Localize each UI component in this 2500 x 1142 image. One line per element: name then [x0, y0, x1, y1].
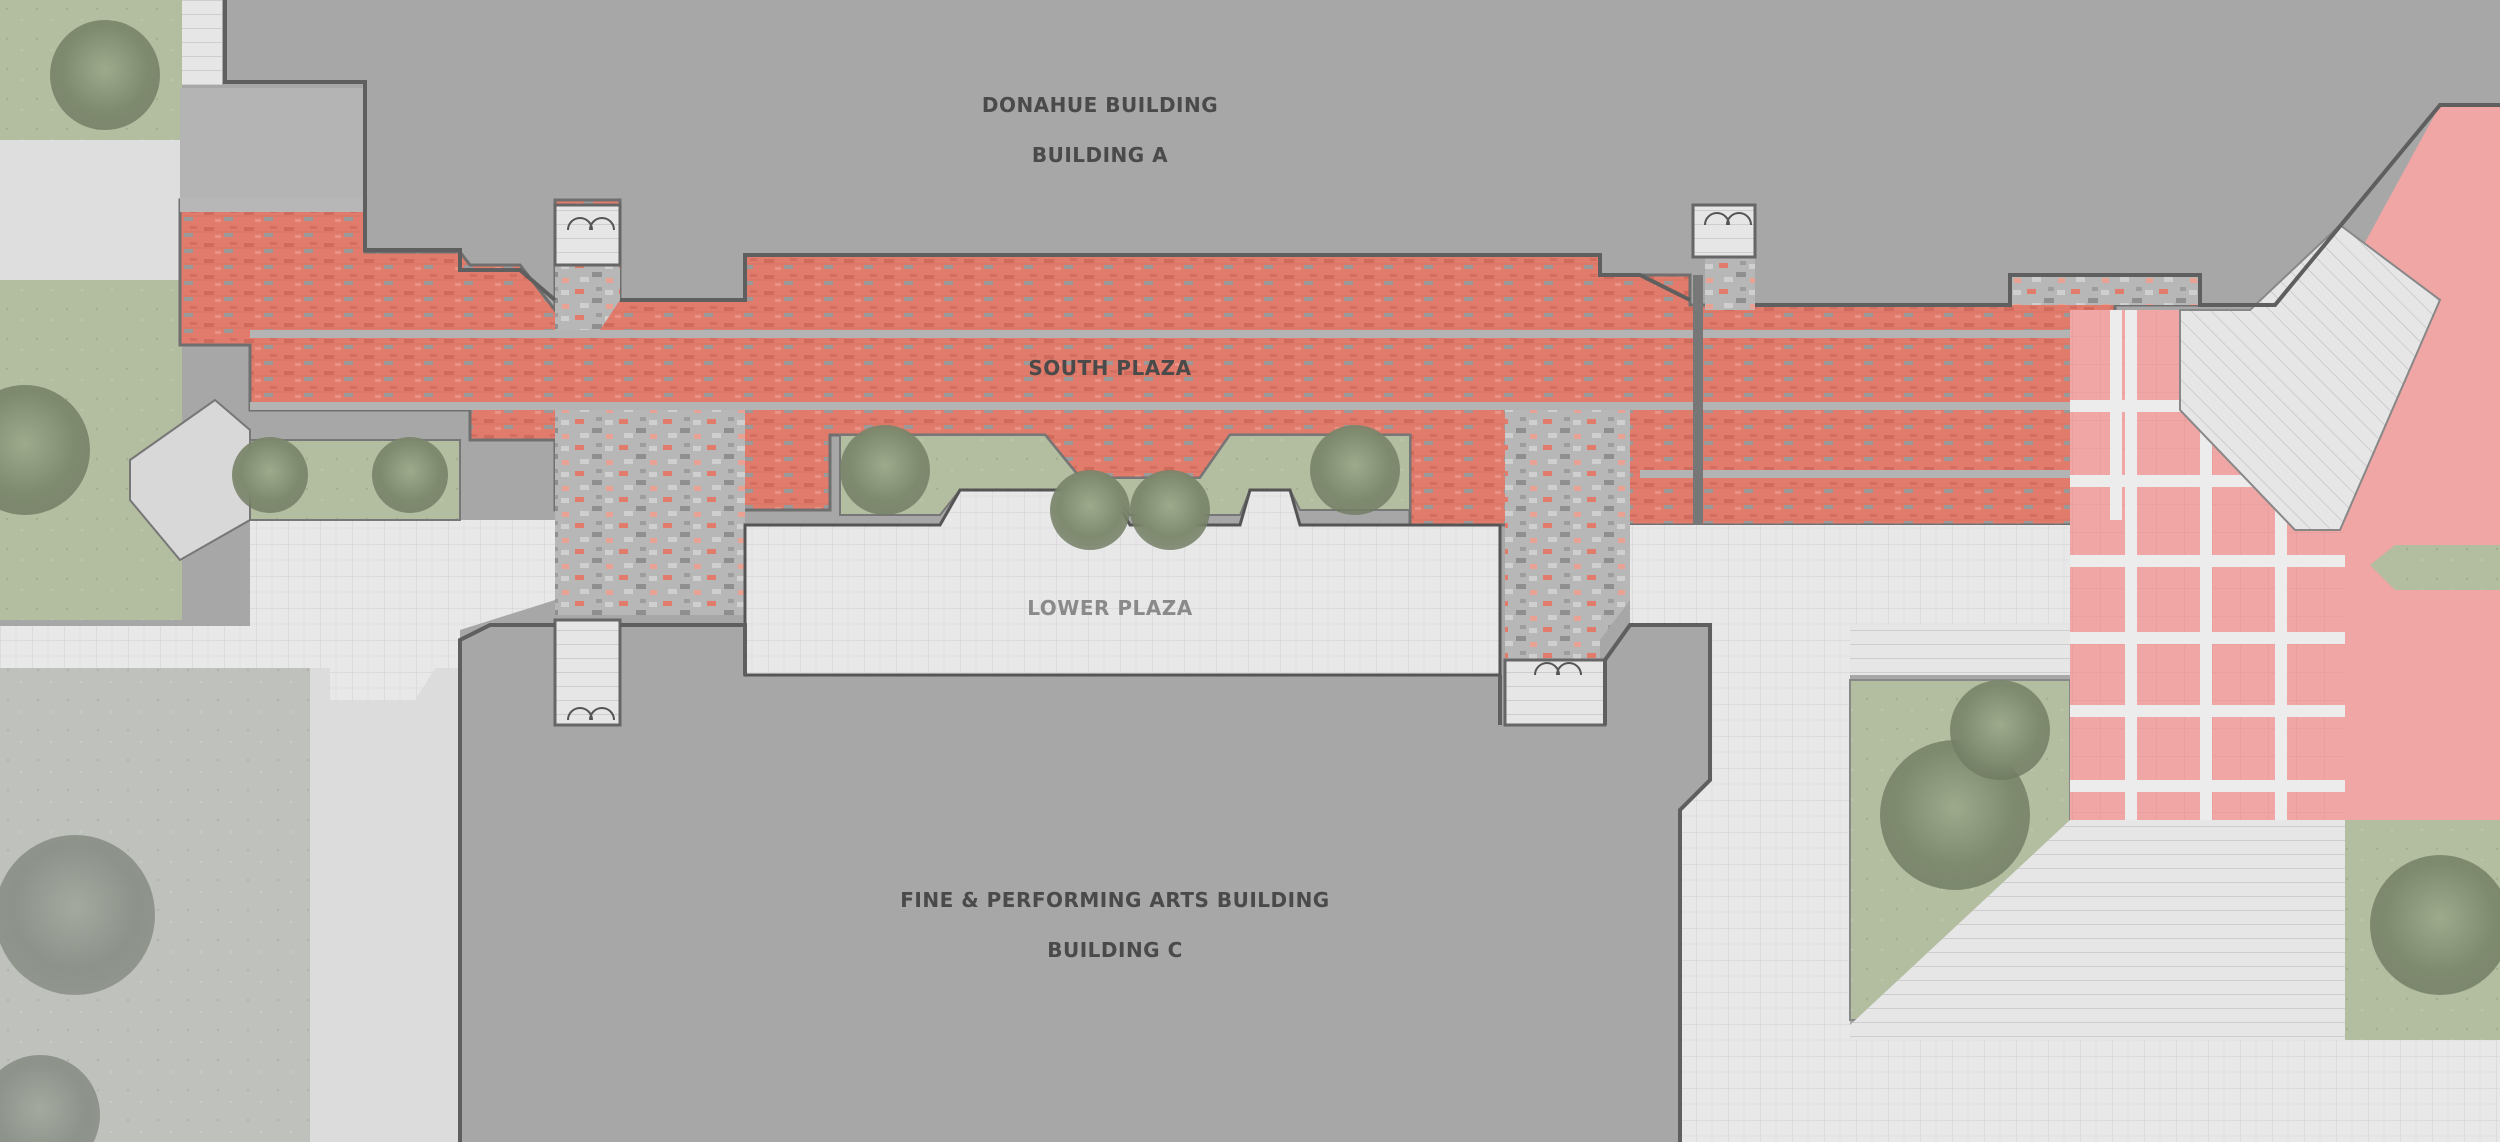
building-c-label: BUILDING C	[1047, 938, 1183, 962]
tree	[50, 20, 160, 130]
north-east-stair	[1691, 203, 1757, 259]
west-mixed-paving	[555, 410, 745, 615]
door-swing-1	[567, 217, 615, 231]
west-entry-paving	[555, 255, 620, 330]
door-swing-4	[1704, 212, 1752, 226]
fine-arts-building-outline	[458, 623, 1712, 1142]
tree	[372, 437, 448, 513]
fine-arts-building-label: FINE & PERFORMING ARTS BUILDING	[900, 888, 1329, 912]
building-a-label: BUILDING A	[1032, 143, 1168, 167]
donahue-building-label: DONAHUE BUILDING	[982, 93, 1218, 117]
brick-band-line-2	[250, 402, 2115, 410]
pink-grid-v1	[2125, 310, 2137, 820]
nw-stair	[182, 0, 222, 85]
tree	[1050, 470, 1130, 550]
tree	[1310, 425, 1400, 515]
east-entry-paving	[1705, 255, 1755, 310]
tree	[0, 1055, 100, 1142]
sw-sidewalk	[310, 668, 460, 1142]
tree	[0, 835, 155, 995]
door-swing-2	[567, 707, 615, 721]
tree	[1950, 680, 2050, 780]
tree	[0, 385, 90, 515]
nw-grey-strip	[180, 198, 365, 212]
south-plaza-label: SOUTH PLAZA	[1028, 356, 1191, 380]
north-west-stair	[553, 203, 622, 267]
pink-grid-v4	[2110, 310, 2122, 520]
plaza-divider	[1693, 275, 1703, 525]
ne-grey-paving	[2010, 275, 2200, 305]
south-west-stair	[553, 618, 622, 727]
east-upper-walk	[1850, 625, 2070, 675]
nw-service-area	[180, 88, 365, 203]
se-diagonal-stair	[1850, 820, 2345, 1040]
east-mixed-paving	[1505, 410, 1630, 660]
door-swing-3	[1534, 662, 1582, 676]
lower-plaza-label: LOWER PLAZA	[1027, 596, 1193, 620]
tree	[232, 437, 308, 513]
west-walkway	[0, 140, 182, 280]
tree	[1130, 470, 1210, 550]
tree	[2370, 855, 2500, 995]
east-small-lawn	[2370, 545, 2500, 590]
south-east-stair	[1503, 658, 1607, 727]
ne-diagonal-stair	[2179, 223, 2442, 531]
se-paving	[1850, 1040, 2500, 1142]
brick-band-line-1	[250, 330, 2115, 338]
west-plaza-paving	[250, 520, 555, 700]
donahue-building-outline	[223, 0, 2500, 307]
brick-band-line-3	[1640, 470, 2115, 478]
tree	[840, 425, 930, 515]
